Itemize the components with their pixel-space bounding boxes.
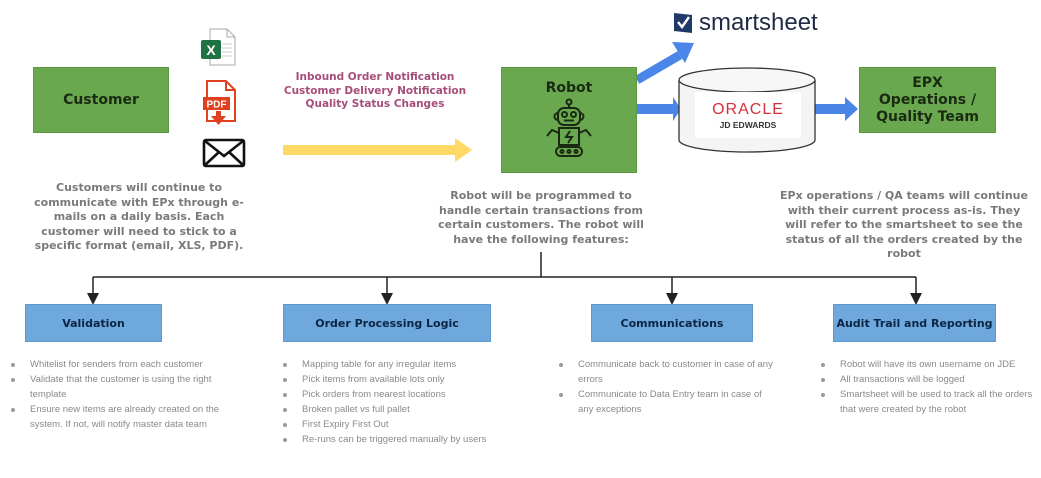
epx-label-line: Operations / <box>878 91 977 108</box>
list-item: Pick items from available lots only <box>283 372 502 387</box>
smartsheet-check-icon <box>674 13 692 33</box>
robot-label: Robot <box>545 80 593 96</box>
communications-list: Communicate back to customer in case of … <box>550 357 778 417</box>
feature-title: Audit Trail and Reporting <box>836 316 993 330</box>
feature-title: Communications <box>620 316 724 330</box>
pdf-file-icon: PDF <box>202 80 236 126</box>
svg-text:PDF: PDF <box>207 100 227 111</box>
yellow-flow-arrow <box>283 138 472 162</box>
robot-description: Robot will be programmed to handle certa… <box>438 189 644 246</box>
oracle-brand: ORACLE <box>712 100 784 118</box>
oracle-jde-logo: ORACLE JD EDWARDS <box>695 92 801 138</box>
feature-audit-trail-box: Audit Trail and Reporting <box>833 304 996 342</box>
list-item: Re-runs can be triggered manually by use… <box>283 432 502 447</box>
epx-description: EPx operations / QA teams will continue … <box>780 189 1028 260</box>
notification-item: Quality Status Changes <box>305 98 445 110</box>
feature-tree-connectors <box>87 252 922 305</box>
list-item: Communicate back to customer in case of … <box>559 357 778 387</box>
smartsheet-label: smartsheet <box>699 9 818 36</box>
audit-trail-list: Robot will have its own username on JDE … <box>812 357 1040 417</box>
list-item: Ensure new items are already created on … <box>11 402 230 432</box>
list-item: Smartsheet will be used to track all the… <box>821 387 1040 417</box>
feature-title: Order Processing Logic <box>315 316 459 330</box>
epx-label-line: EPX <box>912 74 943 91</box>
svg-text:X: X <box>206 42 216 58</box>
feature-order-processing-box: Order Processing Logic <box>283 304 491 342</box>
feature-validation-box: Validation <box>25 304 162 342</box>
customer-node: Customer <box>33 67 169 133</box>
list-item: Mapping table for any irregular items <box>283 357 502 372</box>
feature-communications-box: Communications <box>591 304 753 342</box>
epx-operations-node: EPX Operations / Quality Team <box>859 67 996 133</box>
excel-file-icon: X <box>200 28 236 66</box>
customer-label: Customer <box>63 92 139 108</box>
list-item: Whitelist for senders from each customer <box>11 357 230 372</box>
robot-node: Robot <box>501 67 637 173</box>
feature-title: Validation <box>62 316 125 330</box>
list-item: Pick orders from nearest locations <box>283 387 502 402</box>
list-item: Validate that the customer is using the … <box>11 372 230 402</box>
list-item: Robot will have its own username on JDE <box>821 357 1040 372</box>
robot-icon <box>546 98 592 157</box>
email-envelope-icon <box>202 138 246 168</box>
epx-label-line: Quality Team <box>876 108 979 125</box>
notification-item: Customer Delivery Notification <box>283 84 467 97</box>
jde-product: JD EDWARDS <box>719 119 777 130</box>
validation-list: Whitelist for senders from each customer… <box>2 357 230 432</box>
notification-item: Inbound Order Notification <box>295 71 455 83</box>
customer-description: Customers will continue to communicate w… <box>34 181 244 252</box>
list-item: All transactions will be logged <box>821 372 1040 387</box>
blue-arrow-to-jde <box>637 97 681 121</box>
notification-types: Inbound Order Notification Customer Deli… <box>277 71 473 112</box>
blue-arrow-to-smartsheet <box>634 42 694 84</box>
order-processing-list: Mapping table for any irregular items Pi… <box>274 357 502 447</box>
list-item: Broken pallet vs full pallet <box>283 402 502 417</box>
list-item: Communicate to Data Entry team in case o… <box>559 387 778 417</box>
blue-arrow-to-epx <box>815 97 858 121</box>
list-item: First Expiry First Out <box>283 417 502 432</box>
smartsheet-logo: smartsheet <box>673 9 818 37</box>
